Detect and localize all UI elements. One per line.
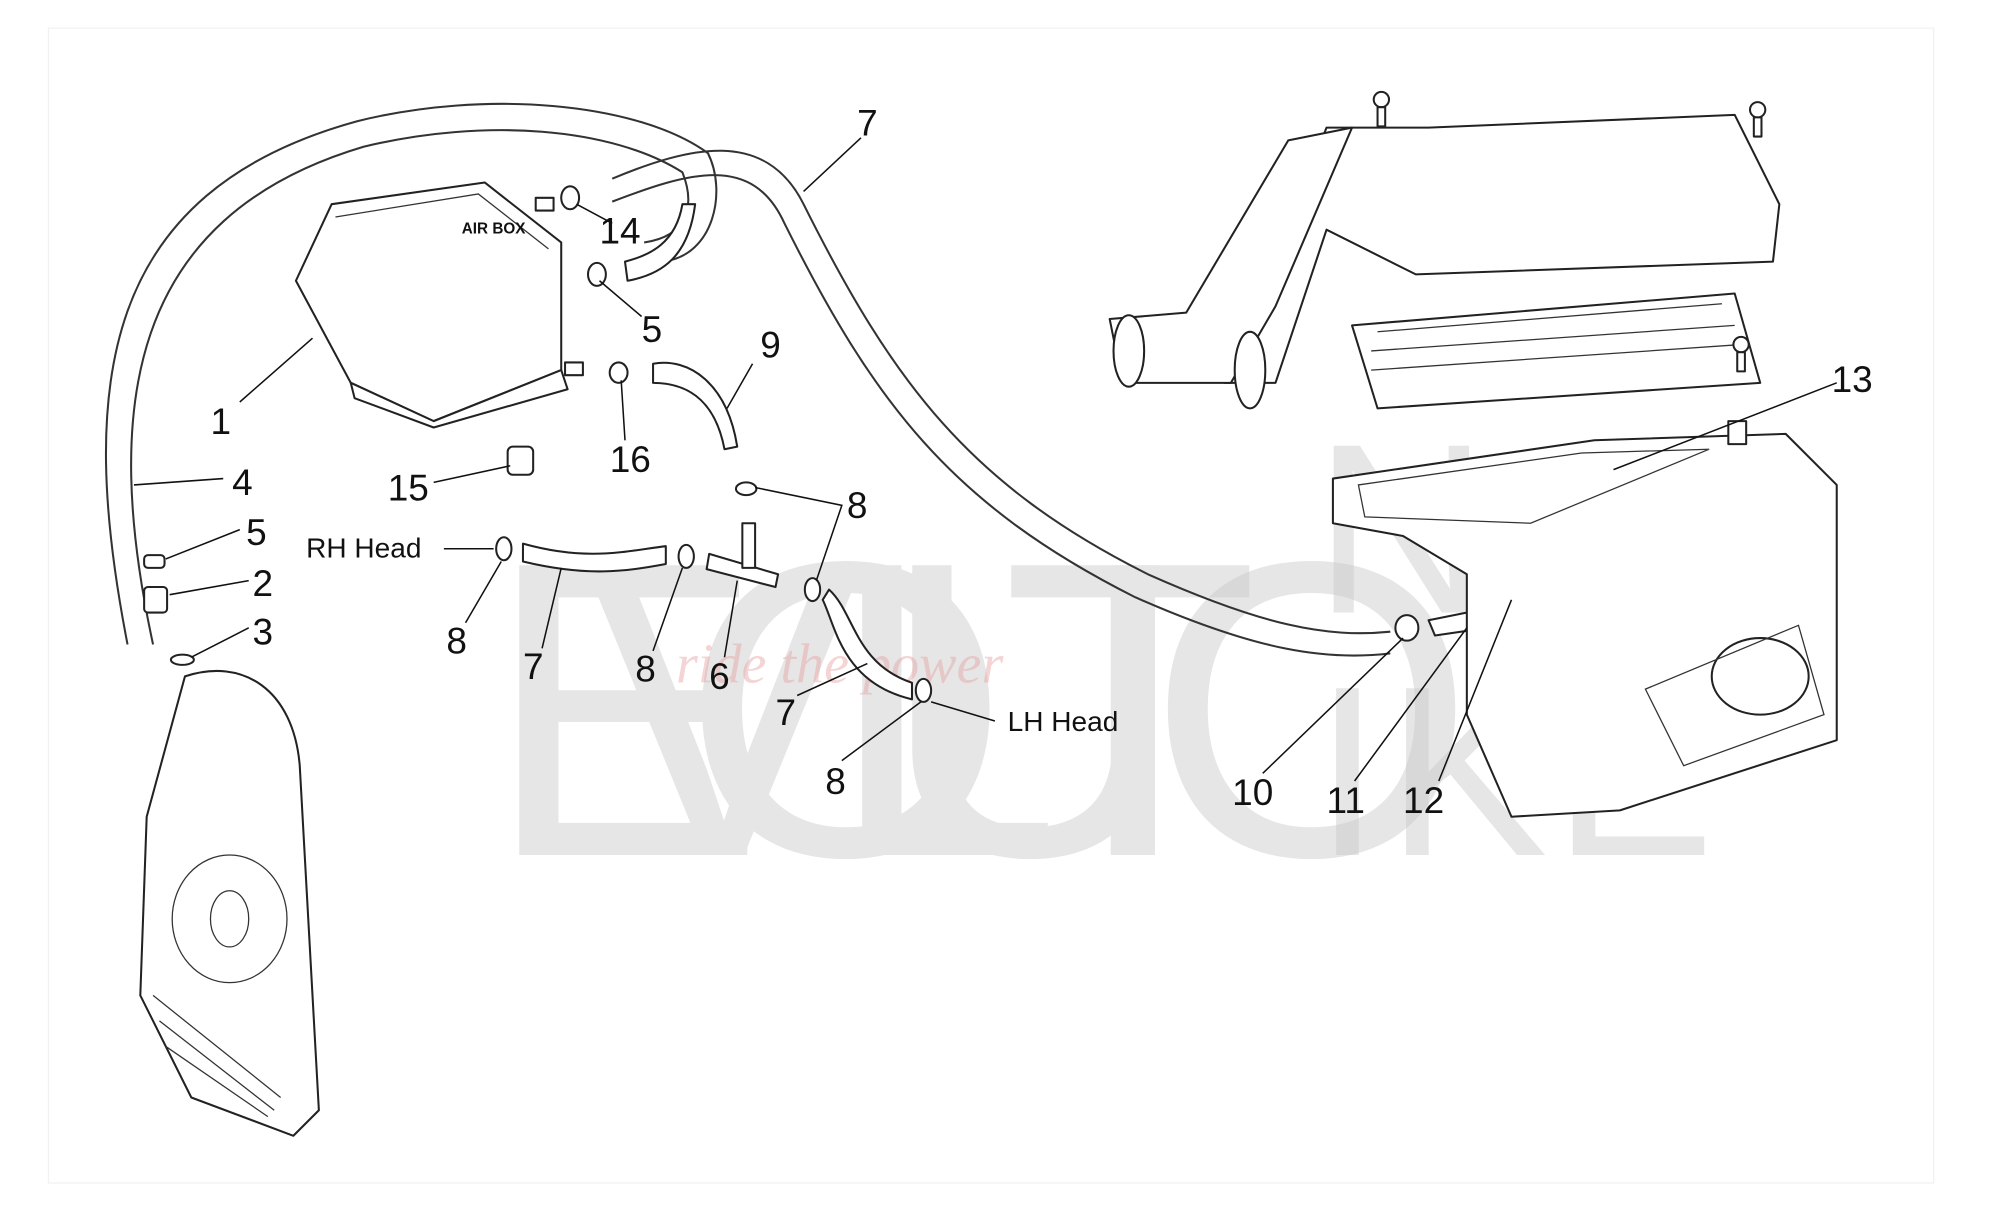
lh-head-label: LH Head — [1008, 706, 1119, 737]
callout-9: 9 — [760, 324, 781, 365]
callout-5b: 5 — [642, 309, 663, 350]
air-box-label: AIR BOX — [462, 221, 527, 238]
callout-8b: 8 — [446, 620, 467, 661]
hose-7-long — [611, 149, 1391, 657]
callout-16: 16 — [610, 439, 651, 480]
hose-4 — [104, 102, 718, 645]
callout-1: 1 — [210, 401, 231, 442]
callout-11: 11 — [1327, 780, 1365, 821]
callout-8d: 8 — [825, 761, 846, 802]
callout-14: 14 — [599, 211, 640, 252]
leader-lines — [133, 137, 1838, 782]
diagram-frame — [47, 27, 1935, 1184]
watermark-tagline: ride the power — [676, 634, 1003, 696]
callout-10: 10 — [1232, 772, 1273, 813]
callout-12: 12 — [1403, 780, 1444, 821]
callout-15: 15 — [388, 467, 429, 508]
callout-13: 13 — [1832, 359, 1873, 400]
callout-8c: 8 — [635, 648, 656, 689]
rh-head-label: RH Head — [306, 533, 421, 564]
callout-7-top: 7 — [857, 102, 878, 143]
callout-7b: 7 — [776, 692, 797, 733]
engine-cover — [139, 669, 320, 1137]
callout-8a: 8 — [847, 485, 868, 526]
callout-2: 2 — [253, 563, 274, 604]
callout-6: 6 — [709, 656, 730, 697]
air-box: AIR BOX — [294, 181, 584, 429]
callout-7a: 7 — [523, 646, 544, 687]
callout-3: 3 — [253, 611, 274, 652]
callout-4: 4 — [232, 462, 253, 503]
part-callouts: 1 4 5 2 3 14 5 9 16 15 7 RH Head 8 8 7 8… — [210, 102, 1872, 821]
grommet-15 — [506, 445, 535, 476]
watermark-o: O — [1148, 475, 1481, 945]
callout-5: 5 — [246, 512, 267, 553]
airbox-assembly — [1108, 90, 1838, 818]
